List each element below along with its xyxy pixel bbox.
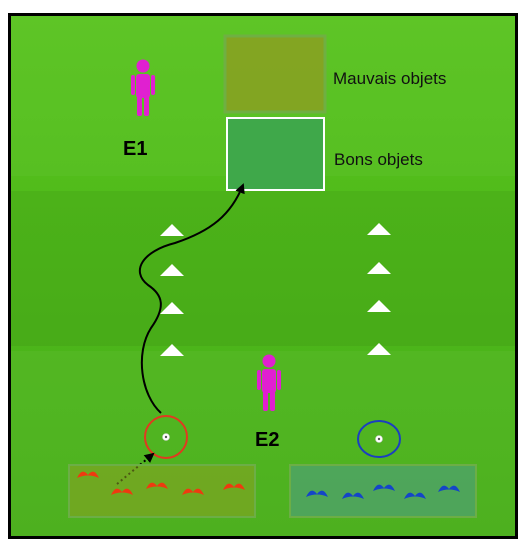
triangle-cone-icon xyxy=(367,262,391,274)
bad-objects-label: Mauvais objets xyxy=(333,69,446,88)
player-e1-label: E1 xyxy=(123,138,147,160)
triangle-cone-icon xyxy=(160,224,184,236)
triangle-cone-icon xyxy=(367,223,391,235)
bad-objects-zone xyxy=(223,34,327,114)
start-point-blue xyxy=(357,420,401,458)
legend-good-objects: Bons objets xyxy=(226,117,423,191)
start-circle-red xyxy=(144,415,188,459)
person-icon xyxy=(131,59,155,116)
triangle-cone-icon xyxy=(367,300,391,312)
field-stripe xyxy=(11,191,515,346)
good-objects-zone xyxy=(226,117,325,191)
blue-team-area xyxy=(289,464,477,518)
person-icon xyxy=(257,354,281,411)
triangle-cone-icon xyxy=(160,264,184,276)
soccer-ball-icon xyxy=(375,435,383,443)
playing-field: Mauvais objets Bons objets E1 E2 xyxy=(8,13,518,539)
good-objects-label: Bons objets xyxy=(334,150,423,169)
triangle-cone-icon xyxy=(160,302,184,314)
player-e2-label: E2 xyxy=(255,429,279,451)
start-circle-blue xyxy=(357,420,401,458)
red-team-area xyxy=(68,464,256,518)
cones-right xyxy=(367,223,391,355)
legend-bad-objects: Mauvais objets xyxy=(223,34,446,114)
red-team-zone xyxy=(68,464,256,518)
triangle-cone-icon xyxy=(160,344,184,356)
player-e2: E2 xyxy=(255,354,281,451)
blue-team-zone xyxy=(289,464,477,518)
player-e1: E1 xyxy=(123,59,155,160)
triangle-cone-icon xyxy=(367,343,391,355)
diagram-canvas: Mauvais objets Bons objets E1 E2 xyxy=(68,34,477,518)
cones-left xyxy=(160,224,184,356)
dribble-path-arrow xyxy=(138,183,245,414)
soccer-ball-icon xyxy=(162,433,170,441)
start-point-red xyxy=(144,415,188,459)
